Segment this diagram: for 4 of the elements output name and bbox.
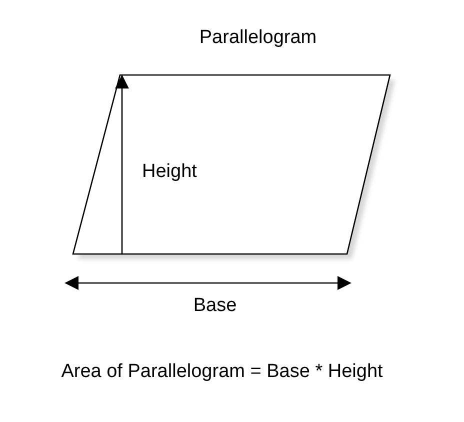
diagram-title: Parallelogram — [199, 28, 317, 47]
formula-caption: Area of Parallelogram = Base * Height — [61, 362, 383, 381]
dimension-label: Base — [193, 296, 237, 315]
dimension-label: Height — [142, 162, 197, 181]
